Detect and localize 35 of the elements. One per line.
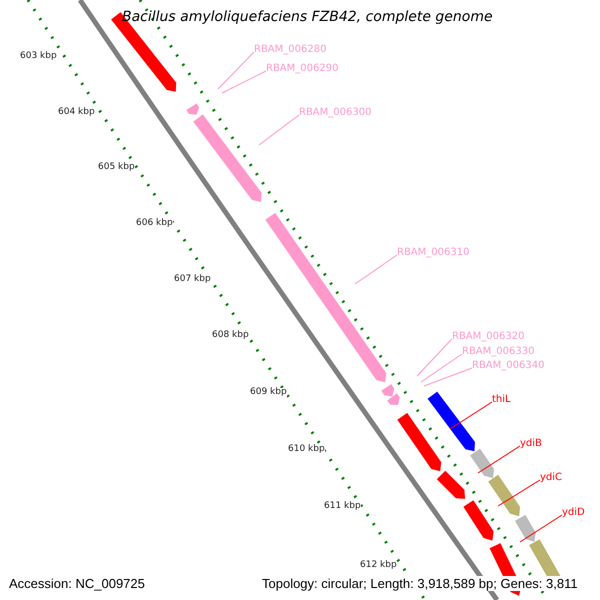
gene-label: RBAM_006280 <box>254 45 326 55</box>
gene-label: RBAM_006300 <box>299 108 372 118</box>
scale-label: 609 kbp <box>250 388 287 397</box>
leader-line <box>420 354 462 382</box>
genome-title: Bacillus amyloliquefaciens FZB42, complete genome <box>122 10 493 24</box>
gene-label: ydiB <box>520 439 542 449</box>
scale-label: 610 kbp <box>288 445 325 454</box>
genome-info: Accession: NC_009725 <box>9 576 145 591</box>
genome-info: Topology: circular; Length: 3,918,589 bp; Genes: 3,811 <box>262 576 578 591</box>
leader-line <box>450 402 492 430</box>
gene-label: ydiD <box>562 508 585 518</box>
scale-label: 612 kbp <box>360 561 397 570</box>
leader-line <box>416 338 452 376</box>
gene-label: ydiC <box>540 473 562 483</box>
scale-label: 606 kbp <box>136 219 173 228</box>
gene-label: RBAM_006330 <box>462 347 534 357</box>
scale-label: 607 kbp <box>174 275 211 284</box>
scale-label: 604 kbp <box>58 108 95 117</box>
gene-label: thiL <box>492 395 511 405</box>
leader-line <box>498 480 540 506</box>
leader-line <box>354 254 398 284</box>
gene-label: RBAM_006310 <box>397 248 470 258</box>
leader-line <box>218 52 254 90</box>
gene-label: RBAM_006340 <box>472 361 544 371</box>
gene-label: RBAM_006320 <box>452 332 524 342</box>
scale-label: 611 kbp <box>324 502 361 511</box>
scale-label: 608 kbp <box>212 331 249 340</box>
gene-label: RBAM_006290 <box>266 64 338 74</box>
leader-line <box>424 368 472 386</box>
leader-line <box>258 114 300 146</box>
leader-line <box>478 446 520 474</box>
leader-line <box>222 70 266 94</box>
scale-label: 605 kbp <box>98 163 135 172</box>
leader-line <box>520 514 562 542</box>
scale-label: 603 kbp <box>20 52 57 61</box>
